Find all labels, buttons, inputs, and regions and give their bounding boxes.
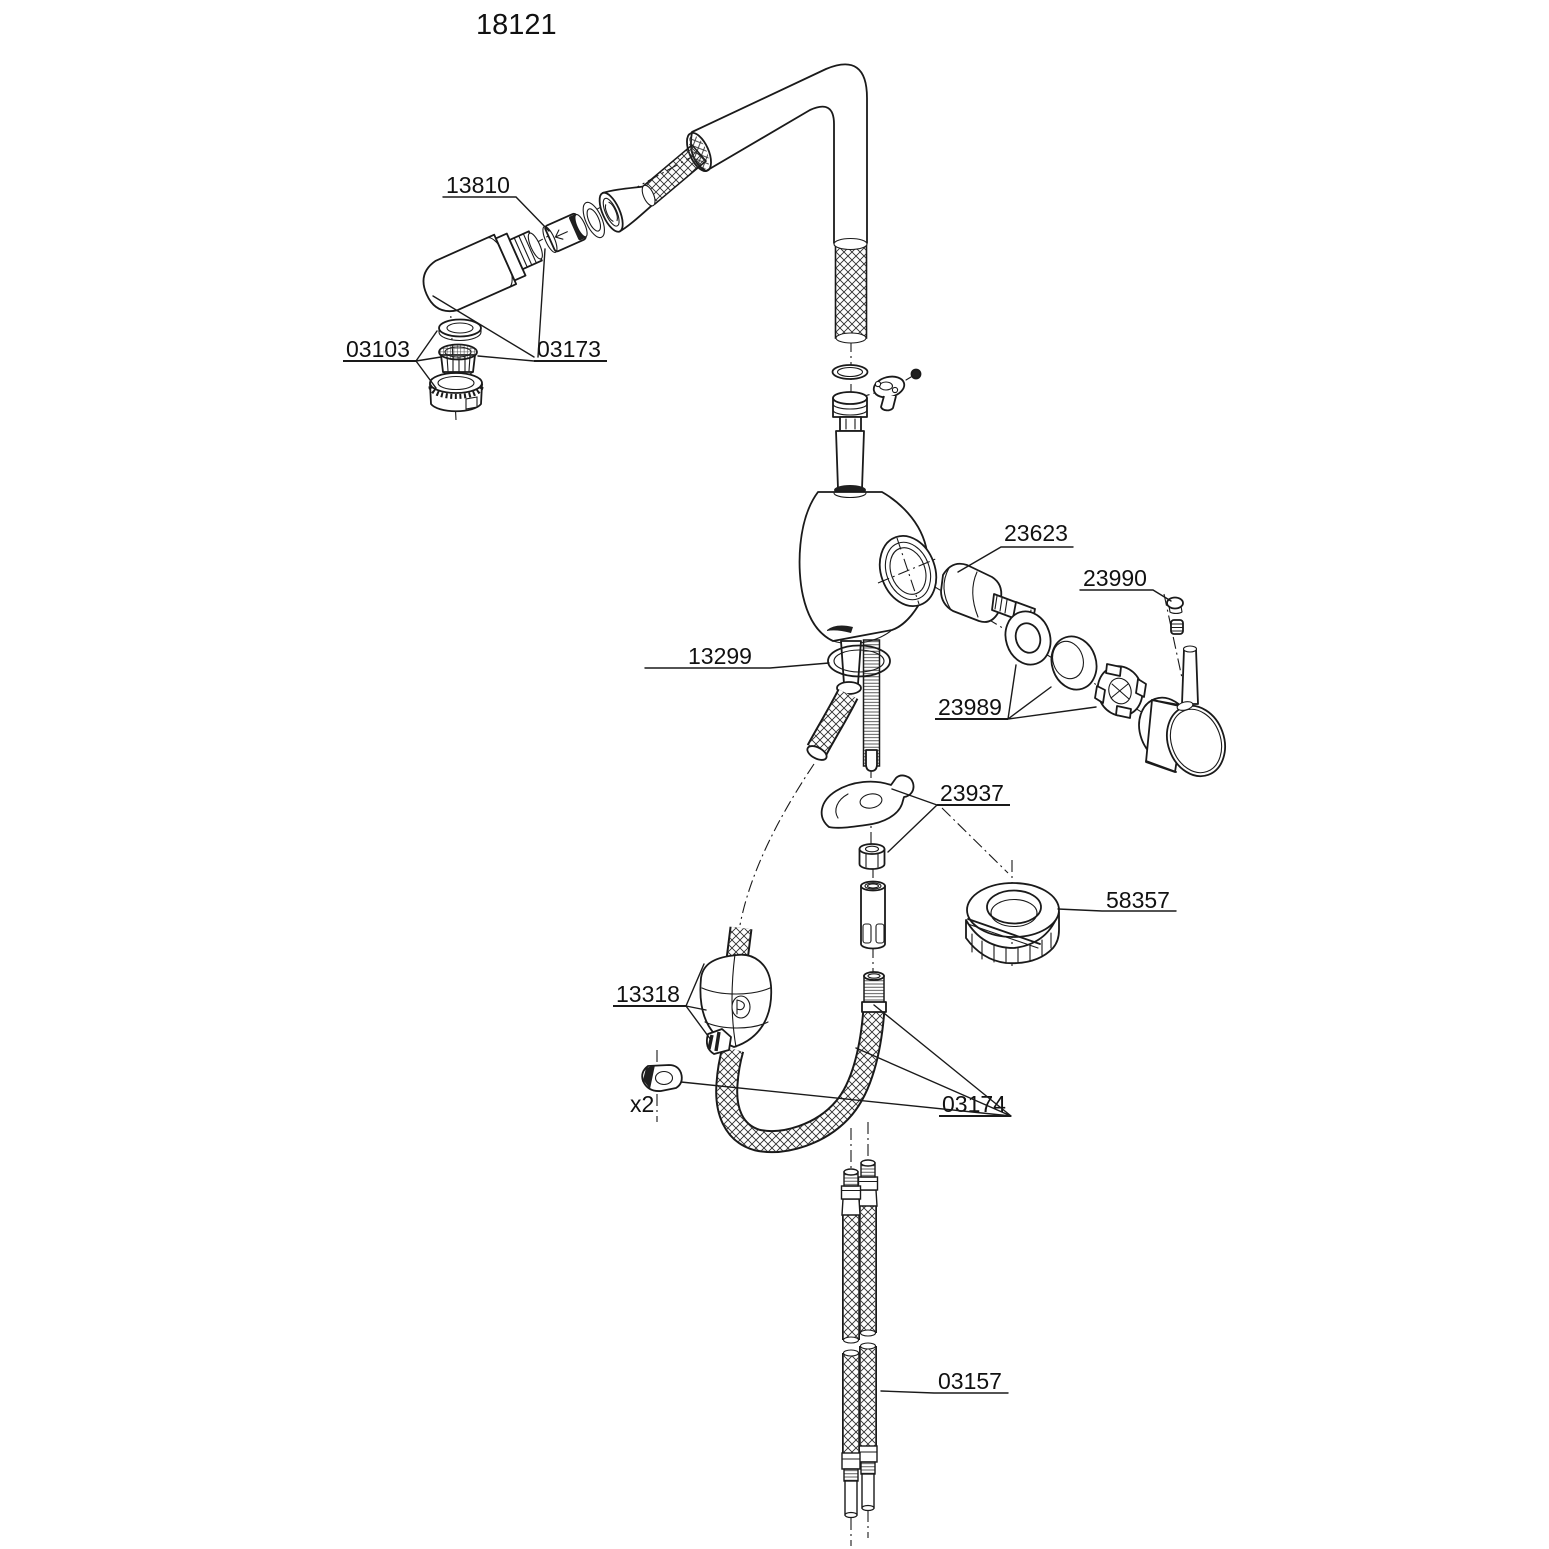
supply-hose-left <box>840 1168 862 1519</box>
callout-23989: 23989 <box>935 664 1097 720</box>
part-label-03173: 03173 <box>537 336 601 362</box>
callout-23990: 23990 <box>1079 565 1172 602</box>
spout-hose-tail <box>834 244 868 344</box>
callout-13318: 13318 <box>613 963 712 1041</box>
hose-connector <box>598 184 656 233</box>
aerator-stack <box>428 318 484 413</box>
spray-head-assembly <box>422 184 656 313</box>
base-ring <box>965 882 1060 965</box>
pullout-hose-weight <box>699 953 773 1055</box>
callout-13810: 13810 <box>442 172 550 232</box>
part-label-13299: 13299 <box>688 643 752 669</box>
spray-head <box>422 230 543 313</box>
escutcheon-ring <box>1050 635 1098 691</box>
hose-clip-x2 <box>641 1064 683 1092</box>
supply-hoses <box>840 1159 879 1519</box>
centerlines <box>435 153 1189 1546</box>
part-label-13318: 13318 <box>616 981 680 1007</box>
riser-oring <box>831 364 869 380</box>
weight-clip <box>705 1028 732 1055</box>
part-label-13810: 13810 <box>446 172 510 198</box>
part-label-03103: 03103 <box>346 336 410 362</box>
callout-58357: 58357 <box>1057 887 1177 913</box>
cartridge-port <box>877 535 939 607</box>
callout-13299: 13299 <box>644 643 830 669</box>
retainer-clip <box>872 375 906 412</box>
mounting-stud <box>862 639 881 772</box>
faucet-body <box>798 491 939 645</box>
callout-23623: 23623 <box>957 520 1074 573</box>
part-label-03157: 03157 <box>938 1368 1002 1394</box>
cartridge-retainer-ring <box>1004 610 1052 666</box>
part-label-58357: 58357 <box>1106 887 1170 913</box>
quantity-label-x2: x2 <box>630 1091 654 1117</box>
callouts: 13810 03103 03173 23623 23990 13299 2398… <box>343 172 1177 1394</box>
pullout-hose-pigtail <box>806 688 859 761</box>
aerator-flat-ring <box>438 318 482 342</box>
crescent-washer <box>820 774 915 829</box>
callout-23937: 23937 <box>887 780 1010 853</box>
callout-03157: 03157 <box>880 1368 1009 1394</box>
part-label-23989: 23989 <box>938 694 1002 720</box>
diagram-title: 18121 <box>476 9 557 41</box>
callout-03174: 03174 <box>680 1004 1012 1117</box>
handle-set-screw <box>1170 619 1184 635</box>
callout-03173: 03173 <box>432 248 607 362</box>
mounting-sleeve <box>860 880 886 950</box>
mounting-nut <box>858 843 886 870</box>
pullout-hose-lower <box>715 926 887 1154</box>
handle-adapter <box>1094 663 1147 719</box>
supply-hose-right <box>857 1159 879 1512</box>
handle <box>1138 596 1226 778</box>
part-label-23937: 23937 <box>940 780 1004 806</box>
riser-pipe <box>832 391 868 495</box>
retainer-screw <box>905 368 922 381</box>
callout-x2: x2 <box>630 1091 654 1117</box>
handle-lever <box>1181 645 1199 705</box>
base-oring <box>827 644 891 678</box>
spout <box>686 63 868 251</box>
part-label-23623: 23623 <box>1004 520 1068 546</box>
seal-washer <box>582 201 605 239</box>
aerator-housing <box>428 372 484 413</box>
hose-threaded-end <box>861 971 887 1013</box>
callout-03103: 03103 <box>343 330 442 389</box>
aerator-insert <box>438 343 478 377</box>
check-valve <box>542 212 588 253</box>
part-label-23990: 23990 <box>1083 565 1147 591</box>
